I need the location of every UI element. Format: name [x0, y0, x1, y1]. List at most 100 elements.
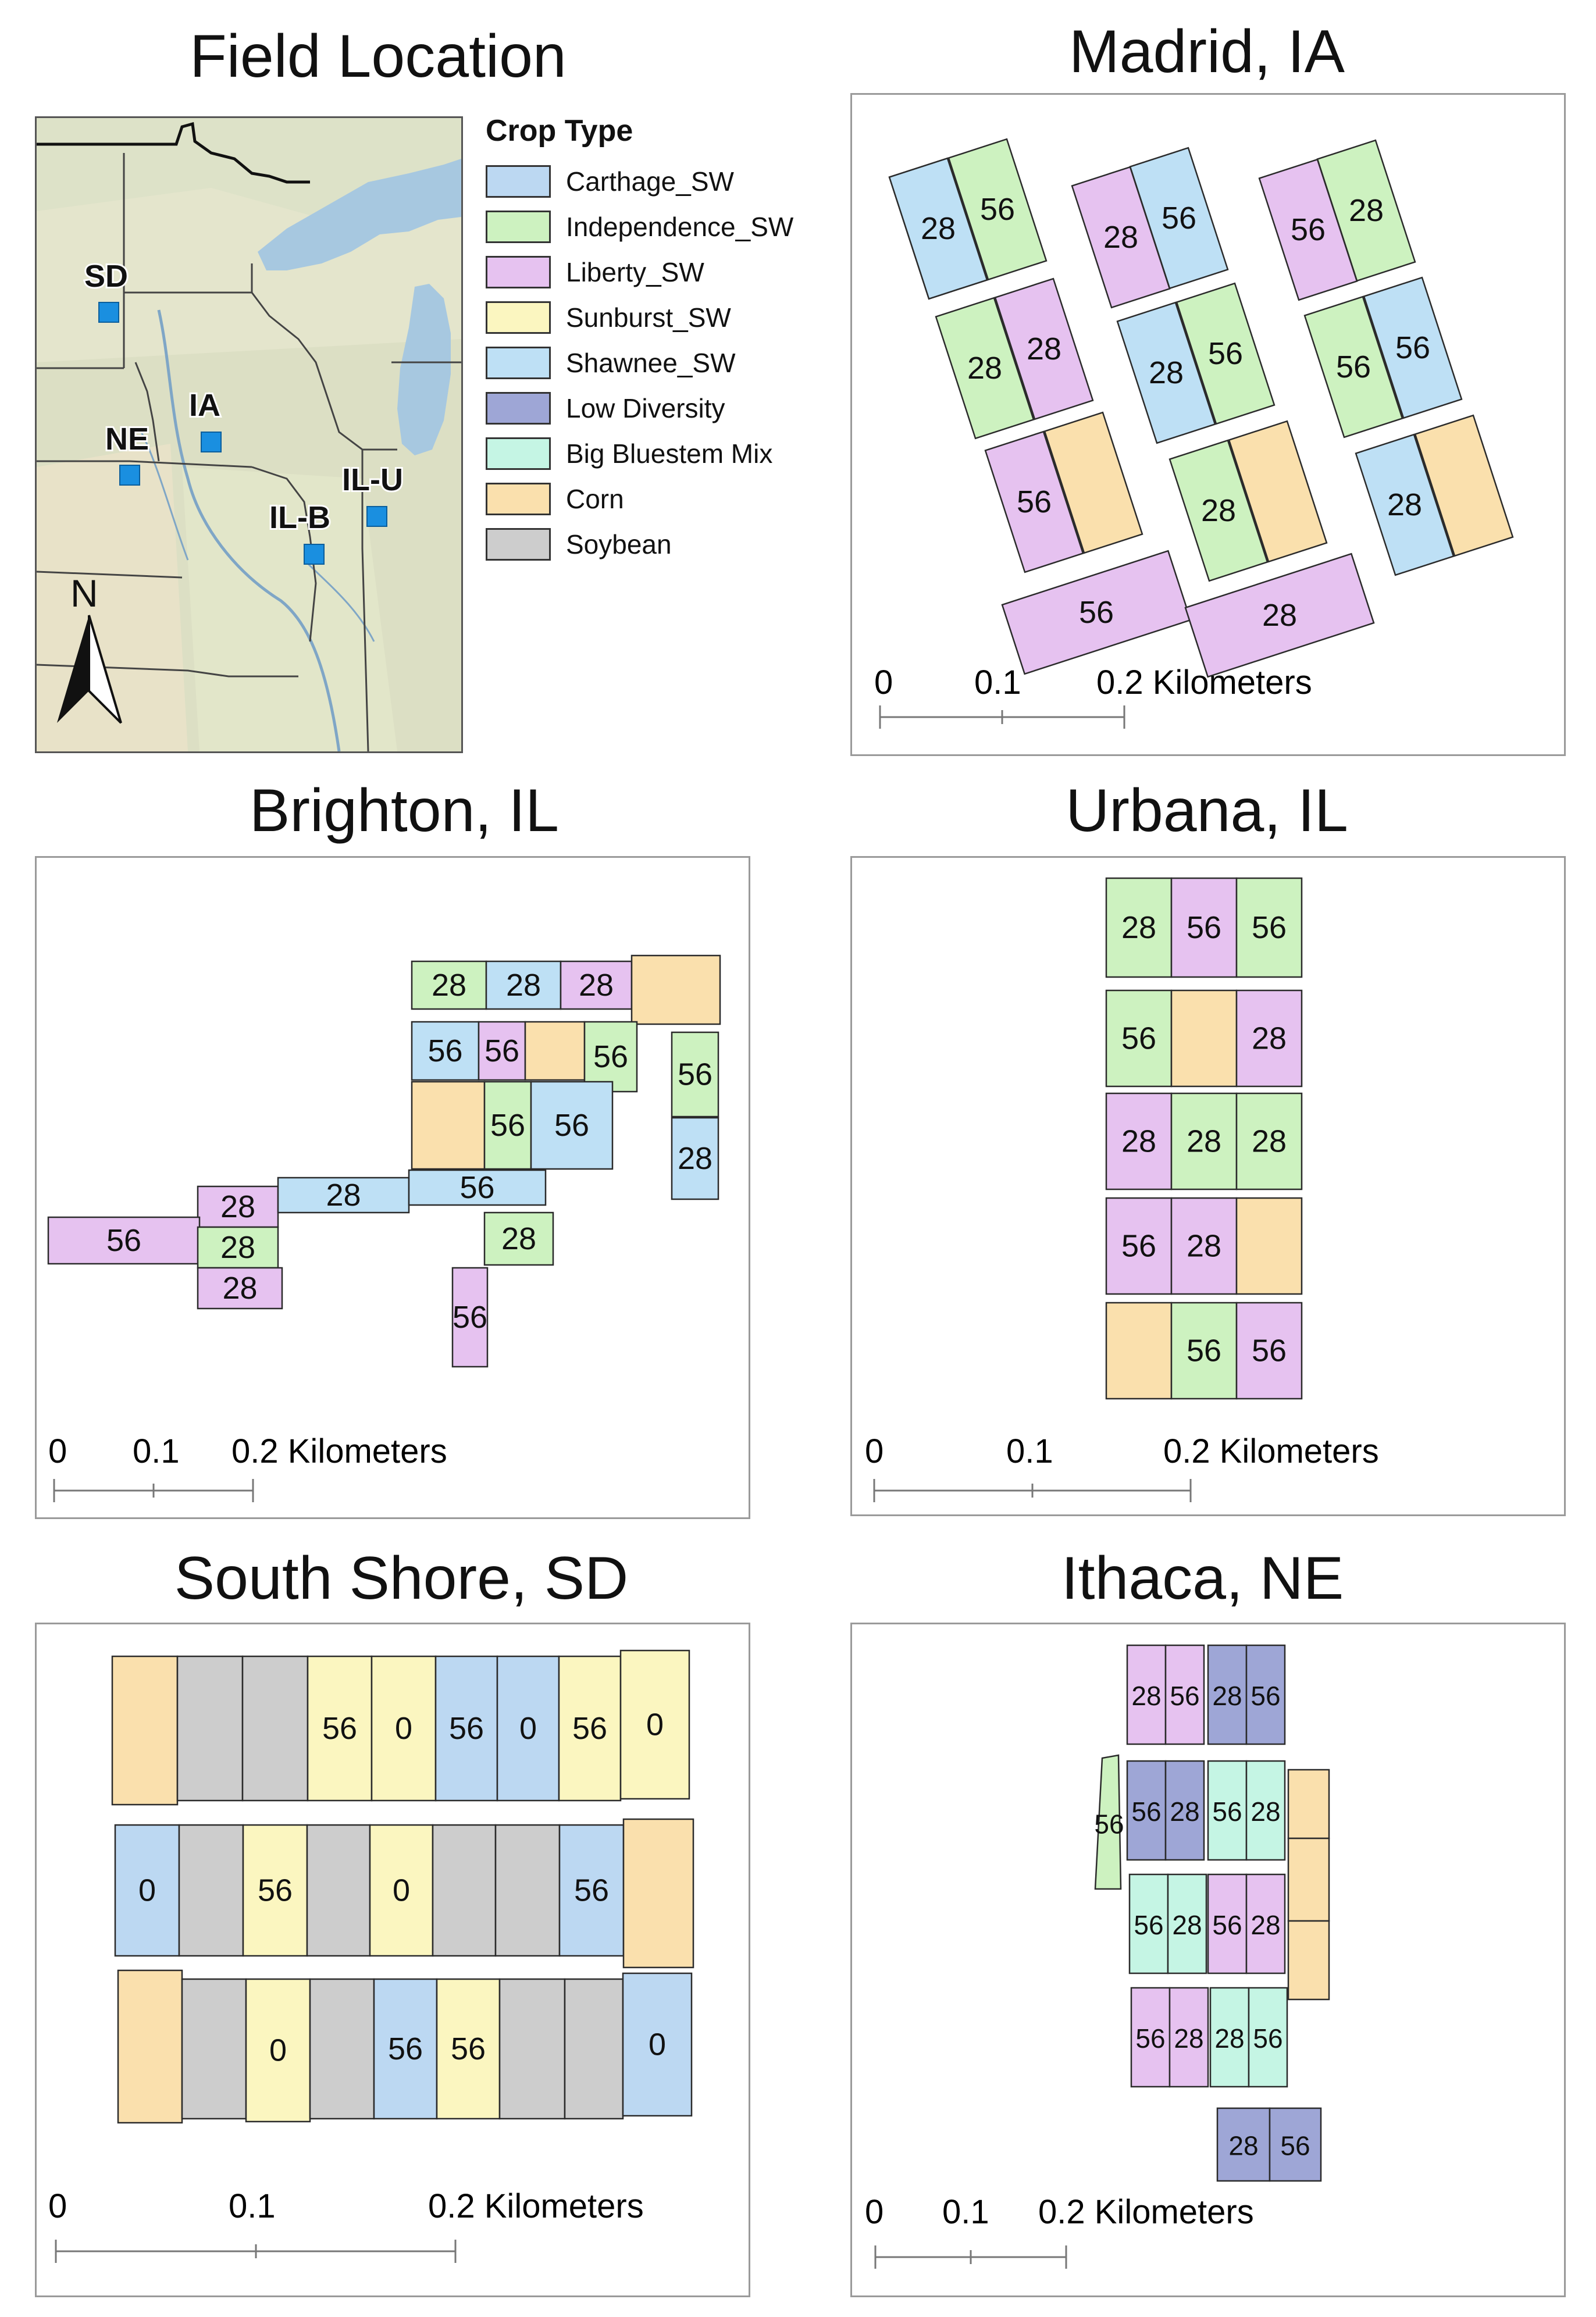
ithaca-scale-bar: 0 0.1 0.2 Kilometers [865, 2193, 1254, 2269]
plot-liberty-sw: 56 [1207, 1873, 1248, 1974]
plot-shape [1287, 1920, 1330, 2001]
legend-label: Independence_SW [566, 212, 794, 242]
legend-item-big-bluestem: Big Bluestem Mix [486, 431, 835, 476]
plot-rate-label: 0 [269, 2033, 287, 2068]
plot-carthage-sw: 56 [373, 1978, 438, 2120]
plot-liberty-sw: 28 [197, 1267, 283, 1310]
plot-rate-label: 56 [428, 1033, 462, 1068]
site-marker-sd [98, 302, 119, 323]
legend-swatch [486, 347, 551, 379]
plot-shape [947, 138, 1048, 281]
plot-liberty-sw: 28 [1245, 1873, 1286, 1974]
plot-sunburst-sw: 0 [619, 1649, 690, 1800]
plot-liberty-sw: 56 [1235, 1302, 1303, 1400]
legend-swatch [486, 483, 551, 515]
plot-carthage-sw: 56 [558, 1824, 625, 1957]
plot-shape [1235, 877, 1303, 978]
plot-shape [197, 1267, 283, 1310]
plot-shape [176, 1655, 244, 1802]
plot-shape [306, 1824, 371, 1957]
scale-label-2: 0.2 Kilometers [231, 1432, 447, 1470]
plot-shape [1287, 1837, 1330, 1922]
plot-corn [524, 1021, 586, 1081]
plot-rate-label: 0 [395, 1711, 412, 1746]
legend-item-independence: Independence_SW [486, 204, 835, 249]
plot-shawnee-sw: 56 [530, 1081, 614, 1170]
plot-shape [181, 1978, 247, 2120]
plot-corn [1170, 989, 1238, 1088]
plot-shape [1129, 147, 1229, 290]
plot-independence-sw: 28 [411, 960, 487, 1010]
plot-corn [1235, 1197, 1303, 1295]
plot-sunburst-sw: 0 [245, 1978, 311, 2123]
plot-corn [1228, 420, 1328, 563]
plot-rate-label: 56 [593, 1039, 628, 1074]
plot-rate-label: 56 [1253, 2023, 1282, 2054]
site-marker-ne [119, 465, 140, 486]
plot-carthage-sw: 0 [622, 1972, 693, 2117]
plot-shape [245, 1978, 311, 2123]
plot-shawnee-sw: 28 [1355, 433, 1455, 576]
plot-rate-label: 0 [393, 1873, 410, 1908]
plot-shape [994, 277, 1094, 420]
plot-low-diversity: 56 [1269, 2107, 1322, 2182]
plot-shape [1245, 1644, 1286, 1745]
legend-item-corn: Corn [486, 476, 835, 522]
plot-rate-label: 28 [1131, 1681, 1161, 1711]
plot-liberty-sw: 56 [1105, 1197, 1173, 1295]
plot-liberty-sw: 28 [197, 1185, 279, 1228]
plot-soybean [176, 1655, 244, 1802]
plot-independence-sw: 56 [583, 1021, 638, 1093]
plot-shape [1363, 276, 1463, 419]
plot-rate-label: 56 [449, 1711, 484, 1746]
legend-item-liberty: Liberty_SW [486, 249, 835, 295]
plot-shape [1316, 139, 1416, 282]
plot-liberty-sw: 56 [1170, 877, 1238, 978]
site-marker-il-b [304, 544, 325, 565]
plot-independence-sw: 56 [1175, 282, 1276, 425]
plot-big-bluestem-mix: 56 [1128, 1873, 1169, 1974]
madrid-scale-bar: 0 0.1 0.2 Kilometers [874, 664, 1312, 729]
legend-item-soybean: Soybean [486, 522, 835, 567]
plot-rate-label: 28 [432, 968, 466, 1003]
scale-label-2: 0.2 Kilometers [1096, 664, 1312, 701]
plot-independence-sw: 28 [1168, 439, 1269, 582]
plot-rate-label: 28 [222, 1271, 257, 1306]
plot-liberty-sw: 56 [1258, 158, 1358, 301]
scale-label-0: 0 [874, 664, 893, 701]
plot-rate-label: 56 [490, 1108, 525, 1143]
scale-label-2: 0.2 Kilometers [1163, 1432, 1379, 1470]
plot-shawnee-sw: 56 [1129, 147, 1229, 290]
plot-liberty-sw: 28 [560, 960, 633, 1010]
plot-low-diversity: 56 [1245, 1644, 1286, 1745]
plot-rate-label: 56 [1280, 2131, 1310, 2161]
plot-rate-label: 56 [1187, 1334, 1221, 1368]
locator-map: SD NE IA IL-U IL-B N [35, 116, 463, 753]
plot-rate-label: 56 [554, 1108, 589, 1143]
plot-shape [671, 1117, 719, 1200]
legend-label: Sunburst_SW [566, 302, 731, 333]
plot-rate-label: 28 [967, 351, 1002, 386]
plot-independence-sw: 28 [483, 1211, 554, 1266]
plot-rate-label: 56 [1208, 336, 1243, 371]
plot-rate-label: 56 [484, 1033, 519, 1068]
plot-shape [1245, 1760, 1286, 1861]
plot-carthage-sw: 56 [434, 1655, 498, 1802]
plot-rate-label: 0 [519, 1711, 537, 1746]
plot-corn [111, 1655, 179, 1806]
legend-swatch [486, 437, 551, 470]
scale-label-0: 0 [865, 2193, 884, 2231]
plot-rate-label: 56 [980, 192, 1015, 227]
plot-shape [888, 157, 988, 300]
north-arrow-icon [57, 615, 122, 724]
plot-rate-label: 56 [1017, 484, 1052, 519]
plot-shawnee-sw: 28 [1116, 301, 1216, 444]
plot-sunburst-sw: 56 [558, 1655, 622, 1802]
plot-rate-label: 56 [258, 1873, 293, 1908]
south-shore-title: South Shore, SD [174, 1545, 629, 1612]
plot-rate-label: 56 [572, 1711, 607, 1746]
plot-corn [622, 1818, 694, 1969]
plot-shape [1269, 2107, 1322, 2182]
